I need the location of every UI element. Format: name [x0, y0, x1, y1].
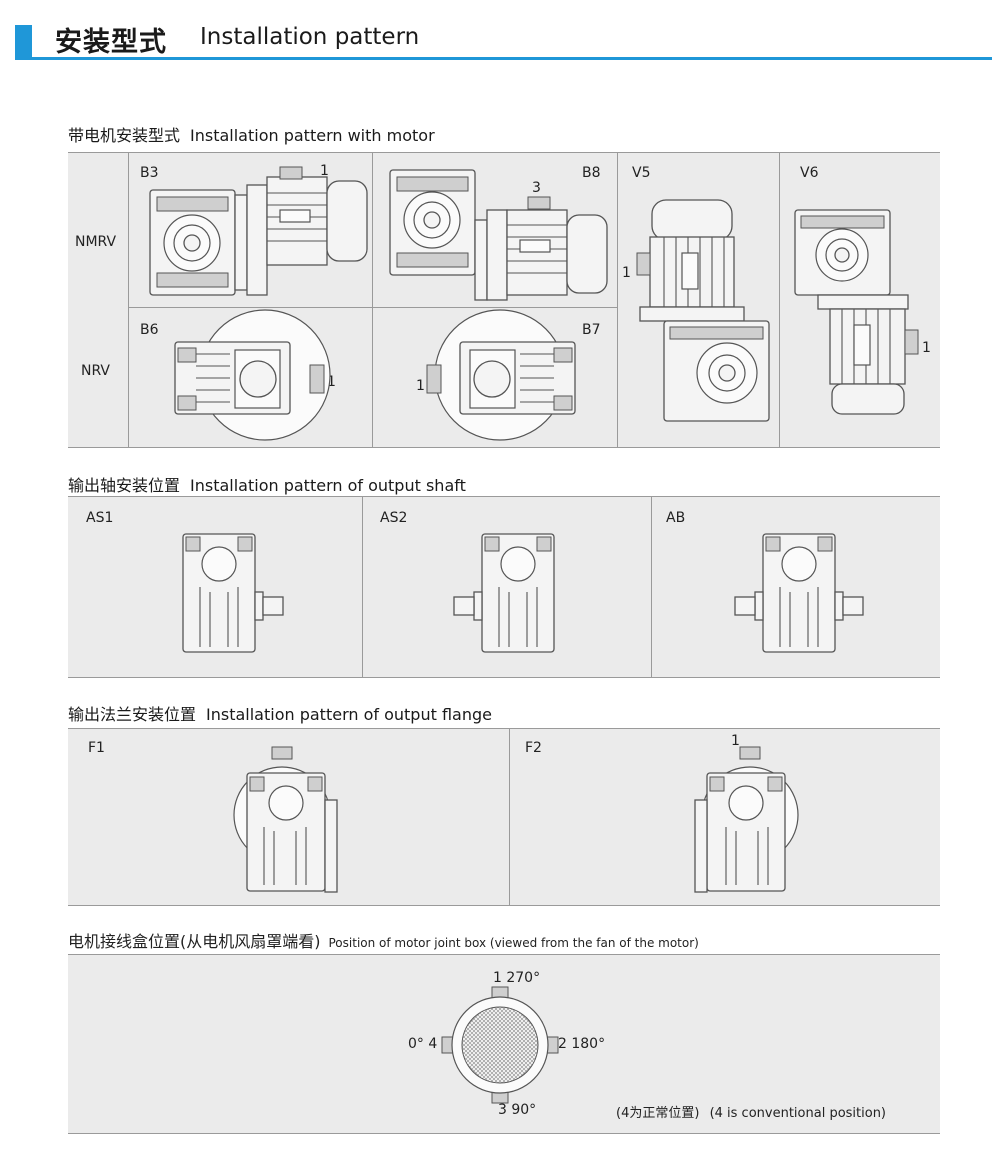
- flange-section-title-cn: 输出法兰安装位置: [68, 705, 197, 724]
- f1-reducer-drawing: [233, 746, 338, 893]
- jointbox-position-right: 2 180°: [558, 1036, 606, 1052]
- flange-pattern-table: [68, 728, 940, 906]
- f2-marker: 1: [731, 733, 740, 749]
- cell-label-v6: V6: [800, 165, 819, 181]
- jointbox-note-en: (4 is conventional position): [709, 1106, 887, 1121]
- jointbox-note: (4为正常位置) (4 is conventional position): [616, 1102, 886, 1121]
- flange-section-title-en: Installation pattern of output flange: [206, 705, 492, 724]
- jointbox-section-title-cn: 电机接线盒位置(从电机风扇罩端看): [68, 932, 321, 951]
- header-underline: [15, 57, 992, 60]
- header-accent-bar: [15, 25, 32, 59]
- cell-label-as1: AS1: [86, 510, 114, 526]
- b7-box-marker: 1: [416, 378, 425, 394]
- b7-gearmotor-drawing: [426, 309, 576, 441]
- shaft-section-title-en: Installation pattern of output shaft: [190, 476, 466, 495]
- motor-section-title-en: Installation pattern with motor: [190, 126, 435, 145]
- jointbox-section-title-en: Position of motor joint box (viewed from…: [328, 936, 699, 950]
- cell-label-b7: B7: [582, 322, 601, 338]
- cell-label-f2: F2: [525, 740, 542, 756]
- v6-gearmotor-drawing: [794, 209, 919, 415]
- ab-reducer-drawing: [734, 533, 864, 653]
- jointbox-note-cn: (4为正常位置): [616, 1106, 700, 1121]
- flange-section-title: 输出法兰安装位置 Installation pattern of output f…: [68, 701, 492, 725]
- f2-reducer-drawing: [694, 746, 799, 893]
- cell-label-b8: B8: [582, 165, 601, 181]
- cell-label-as2: AS2: [380, 510, 408, 526]
- b6-gearmotor-drawing: [174, 309, 331, 441]
- cell-label-b3: B3: [140, 165, 159, 181]
- motor-section-title-cn: 带电机安装型式: [68, 126, 181, 145]
- cell-label-b6: B6: [140, 322, 159, 338]
- row-label-nrv: NRV: [81, 363, 111, 379]
- jointbox-position-bottom: 3 90°: [498, 1102, 537, 1118]
- b3-box-marker: 1: [320, 163, 329, 179]
- page-title-cn: 安装型式: [55, 27, 167, 58]
- jointbox-section-title: 电机接线盒位置(从电机风扇罩端看) Position of motor joint…: [68, 928, 699, 952]
- b3-gearmotor-drawing: [149, 166, 368, 296]
- b6-box-marker: 1: [327, 374, 336, 390]
- v5-box-marker: 1: [622, 265, 631, 281]
- cell-label-f1: F1: [88, 740, 105, 756]
- cell-label-ab: AB: [666, 510, 686, 526]
- page-title-en: Installation pattern: [200, 24, 420, 50]
- cell-label-v5: V5: [632, 165, 651, 181]
- v5-gearmotor-drawing: [636, 199, 770, 422]
- v6-box-marker: 1: [922, 340, 931, 356]
- as1-reducer-drawing: [182, 533, 284, 653]
- row-label-nmrv: NMRV: [75, 234, 117, 250]
- as2-reducer-drawing: [453, 533, 555, 653]
- shaft-section-title: 输出轴安装位置 Installation pattern of output sh…: [68, 472, 466, 496]
- motor-fan-end-diagram: [441, 986, 559, 1104]
- jointbox-position-left: 0° 4: [408, 1036, 438, 1052]
- jointbox-position-top: 1 270°: [493, 970, 541, 986]
- b8-gearmotor-drawing: [389, 169, 608, 301]
- b8-box-marker: 3: [532, 180, 541, 196]
- shaft-section-title-cn: 输出轴安装位置: [68, 476, 181, 495]
- motor-section-title: 带电机安装型式 Installation pattern with motor: [68, 122, 435, 146]
